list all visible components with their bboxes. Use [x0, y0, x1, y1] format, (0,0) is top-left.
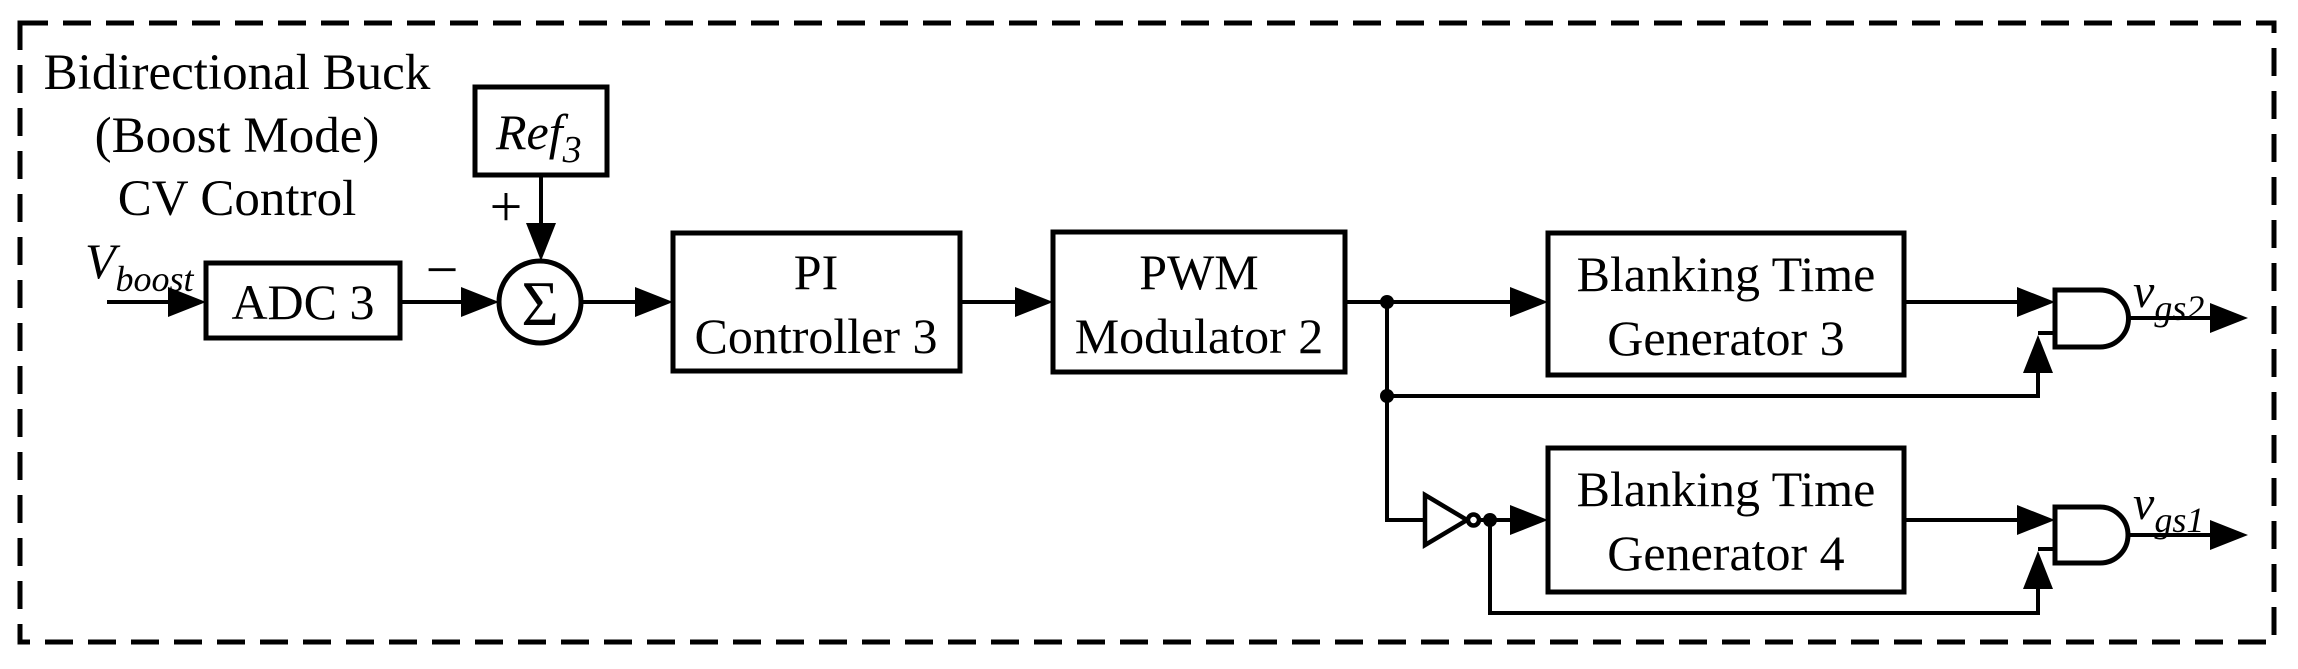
minus-sign: −	[426, 237, 459, 302]
pwm-label-line1: PWM	[1139, 244, 1258, 300]
wire-branch-vertical	[1385, 302, 1425, 522]
adc3-block	[203, 260, 403, 341]
arrowhead	[2017, 287, 2055, 317]
vboost-label: Vboost	[85, 233, 195, 299]
arrowhead	[526, 223, 556, 261]
arrowhead	[2023, 551, 2053, 589]
btg4-label-line2: Generator 4	[1607, 525, 1844, 581]
inverter-gate	[1422, 491, 1472, 549]
wire-direct-to-and1	[1488, 520, 2040, 615]
arrowhead	[2023, 335, 2053, 373]
btg3-label-line1: Blanking Time	[1577, 246, 1876, 302]
title-line-3: CV Control	[118, 171, 357, 227]
blanking-time-generator-4-block	[1545, 445, 1907, 595]
and-gate-vgs1	[2052, 504, 2131, 566]
pwm-label-line2: Modulator 2	[1075, 308, 1324, 364]
dashed-boundary	[17, 20, 2277, 645]
sigma-symbol: Σ	[521, 268, 558, 339]
pi-label-line1: PI	[794, 244, 838, 300]
pi-label-line2: Controller 3	[694, 308, 937, 364]
arrowhead	[635, 287, 673, 317]
vgs2-label: vgs2	[2133, 265, 2204, 328]
pwm-modulator-block	[1050, 229, 1348, 375]
arrowhead	[2210, 520, 2248, 550]
plus-sign: +	[490, 174, 523, 239]
btg4-label-line1: Blanking Time	[1577, 461, 1876, 517]
arrowhead	[2017, 505, 2055, 535]
ref3-label: Ref3	[495, 104, 582, 171]
wire-direct-to-and2	[1387, 370, 2040, 398]
title-line-2: (Boost Mode)	[95, 108, 380, 164]
arrowhead	[1015, 287, 1053, 317]
arrowhead	[2210, 303, 2248, 333]
title-line-1: Bidirectional Buck	[44, 45, 431, 101]
blanking-time-generator-3-block	[1545, 230, 1907, 378]
arrowhead	[1510, 287, 1548, 317]
inverter-bubble	[1465, 512, 1482, 528]
title: Bidirectional Buck (Boost Mode) CV Contr…	[44, 45, 431, 227]
vgs1-label: vgs1	[2133, 477, 2204, 540]
arrowhead	[168, 287, 206, 317]
junction-dot	[1380, 295, 1394, 309]
and-gate-vgs2	[2052, 287, 2131, 350]
junction-dot	[1380, 389, 1394, 403]
arrowhead	[461, 287, 499, 317]
arrowhead	[1510, 505, 1548, 535]
adc3-label: ADC 3	[231, 274, 374, 330]
btg3-label-line2: Generator 3	[1607, 310, 1844, 366]
